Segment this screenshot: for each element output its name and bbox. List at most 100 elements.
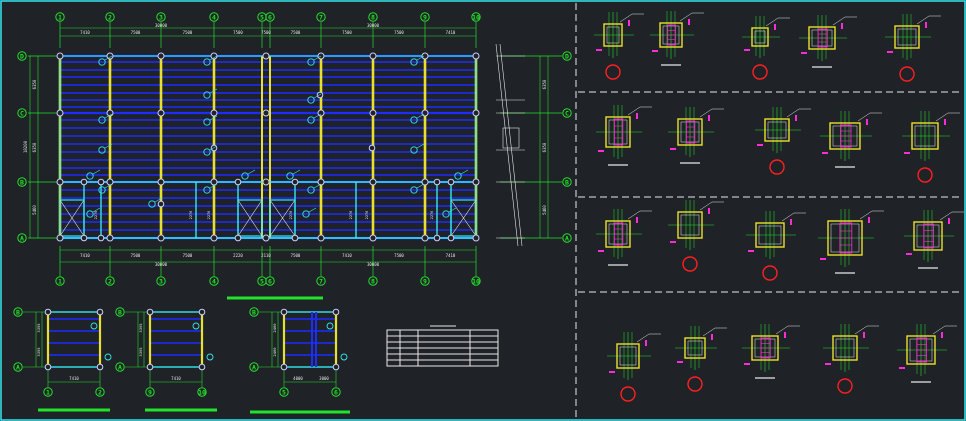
row-axis-right-label: A bbox=[565, 234, 569, 242]
col-axis-bottom-label: 4 bbox=[212, 277, 216, 285]
col-axis-bottom-bubble bbox=[105, 276, 115, 286]
detail-mark bbox=[944, 119, 946, 125]
section-tag-leader bbox=[448, 207, 457, 213]
subplan-row-axis-label: A bbox=[252, 363, 256, 371]
detail-callout bbox=[899, 66, 915, 82]
section-tag-leader bbox=[104, 113, 113, 119]
subplan-outline bbox=[149, 311, 203, 368]
detail-callout bbox=[687, 376, 703, 392]
subplan-node bbox=[44, 308, 52, 316]
brace-dim: 2270 bbox=[365, 211, 369, 220]
subplan-side-dim: 2460 bbox=[272, 323, 277, 333]
column-node bbox=[472, 178, 480, 186]
detail-mark bbox=[841, 23, 843, 29]
detail-mark bbox=[711, 334, 713, 340]
detail-endplate bbox=[817, 28, 828, 48]
column-node bbox=[421, 52, 429, 60]
subplan-col-axis-label: 1 bbox=[46, 388, 50, 396]
detail-endplate bbox=[923, 223, 934, 249]
subplan-row-axis-label: A bbox=[16, 363, 20, 371]
section-tag-leader bbox=[313, 113, 322, 119]
detail-mark bbox=[688, 19, 690, 25]
detail-endplate bbox=[840, 124, 852, 148]
subplan-dim-text: 3000 bbox=[319, 376, 329, 381]
detail-inner bbox=[914, 125, 936, 147]
row-axis-left-label: A bbox=[20, 234, 24, 242]
detail-mark bbox=[744, 49, 750, 51]
subplan-node bbox=[96, 308, 104, 316]
detail-leader bbox=[702, 327, 716, 337]
col-axis-top-label: 8 bbox=[371, 13, 375, 21]
row-axis-left-bubble bbox=[17, 108, 27, 118]
column-node bbox=[97, 178, 105, 186]
section-tag bbox=[192, 322, 200, 330]
detail-mark bbox=[801, 52, 807, 54]
detail-mark bbox=[784, 332, 786, 338]
col-axis-bottom-label: 10 bbox=[472, 277, 480, 285]
section-tag-leader bbox=[292, 169, 301, 175]
column-node bbox=[56, 234, 64, 242]
detail-mark bbox=[822, 152, 828, 154]
detail-mark bbox=[820, 258, 826, 260]
col-axis-top-label: 10 bbox=[472, 13, 480, 21]
col-axis-bottom-bubble bbox=[420, 276, 430, 286]
column-node bbox=[210, 109, 218, 117]
detail-mark bbox=[652, 50, 658, 52]
section-tag bbox=[206, 353, 214, 361]
col-axis-top-bubble bbox=[471, 12, 481, 22]
dim-total-bottom: 30000 bbox=[155, 262, 168, 267]
column-node bbox=[472, 52, 480, 60]
section-tag bbox=[286, 172, 294, 180]
column-node bbox=[317, 234, 325, 242]
section-tag-leader bbox=[416, 183, 425, 189]
col-axis-top-bubble bbox=[105, 12, 115, 22]
detail-mark bbox=[748, 250, 754, 252]
section-tag-leader bbox=[313, 55, 322, 61]
dim-total-left: 18200 bbox=[23, 140, 28, 153]
column-node bbox=[421, 178, 429, 186]
col-axis-bottom-bubble bbox=[471, 276, 481, 286]
row-axis-left-bubble bbox=[17, 233, 27, 243]
column-node bbox=[369, 52, 377, 60]
column-node bbox=[210, 178, 218, 186]
section-tag bbox=[203, 58, 211, 66]
detail-mark bbox=[636, 113, 638, 119]
column-node bbox=[369, 109, 377, 117]
section-tag-leader bbox=[416, 143, 425, 149]
subplan-side-dim: 3395 bbox=[36, 347, 41, 356]
brace-dim: 2270 bbox=[349, 211, 353, 220]
dim-text-bottom: 7410 bbox=[446, 253, 456, 258]
detail-leader bbox=[854, 325, 868, 335]
col-axis-bottom-bubble bbox=[209, 276, 219, 286]
column-node bbox=[56, 178, 64, 186]
section-tag bbox=[307, 186, 315, 194]
detail-inner bbox=[606, 26, 620, 44]
subplan-col-axis-bubble bbox=[279, 387, 289, 397]
detail-callout bbox=[762, 265, 778, 281]
subplan-row-axis-label: B bbox=[118, 308, 122, 316]
brace-diagonal bbox=[450, 199, 477, 237]
subplan-col-axis-label: 9 bbox=[148, 388, 152, 396]
subplan-row-axis-label: B bbox=[16, 308, 20, 316]
detail-mark bbox=[868, 217, 870, 223]
col-axis-bottom-label: 9 bbox=[423, 277, 427, 285]
detail-inner bbox=[754, 30, 766, 44]
detail-mark bbox=[925, 22, 927, 28]
detail-mark bbox=[598, 250, 604, 252]
subplan-dim-text: 7410 bbox=[171, 376, 181, 381]
subplan-col-axis-label: 2 bbox=[98, 388, 102, 396]
detail-plate bbox=[755, 222, 785, 248]
subplan-col-axis-bubble bbox=[43, 387, 53, 397]
column-node bbox=[262, 109, 270, 117]
detail-plate bbox=[832, 335, 858, 361]
subplan-row-axis-label: A bbox=[118, 363, 122, 371]
detail-mark bbox=[906, 253, 912, 255]
detail-plate bbox=[829, 122, 861, 150]
section-tag bbox=[302, 210, 310, 218]
dim-text-top: 7500 bbox=[131, 30, 141, 35]
section-tag bbox=[98, 116, 106, 124]
detail-plate bbox=[603, 23, 623, 47]
row-axis-left-label: D bbox=[20, 52, 24, 60]
